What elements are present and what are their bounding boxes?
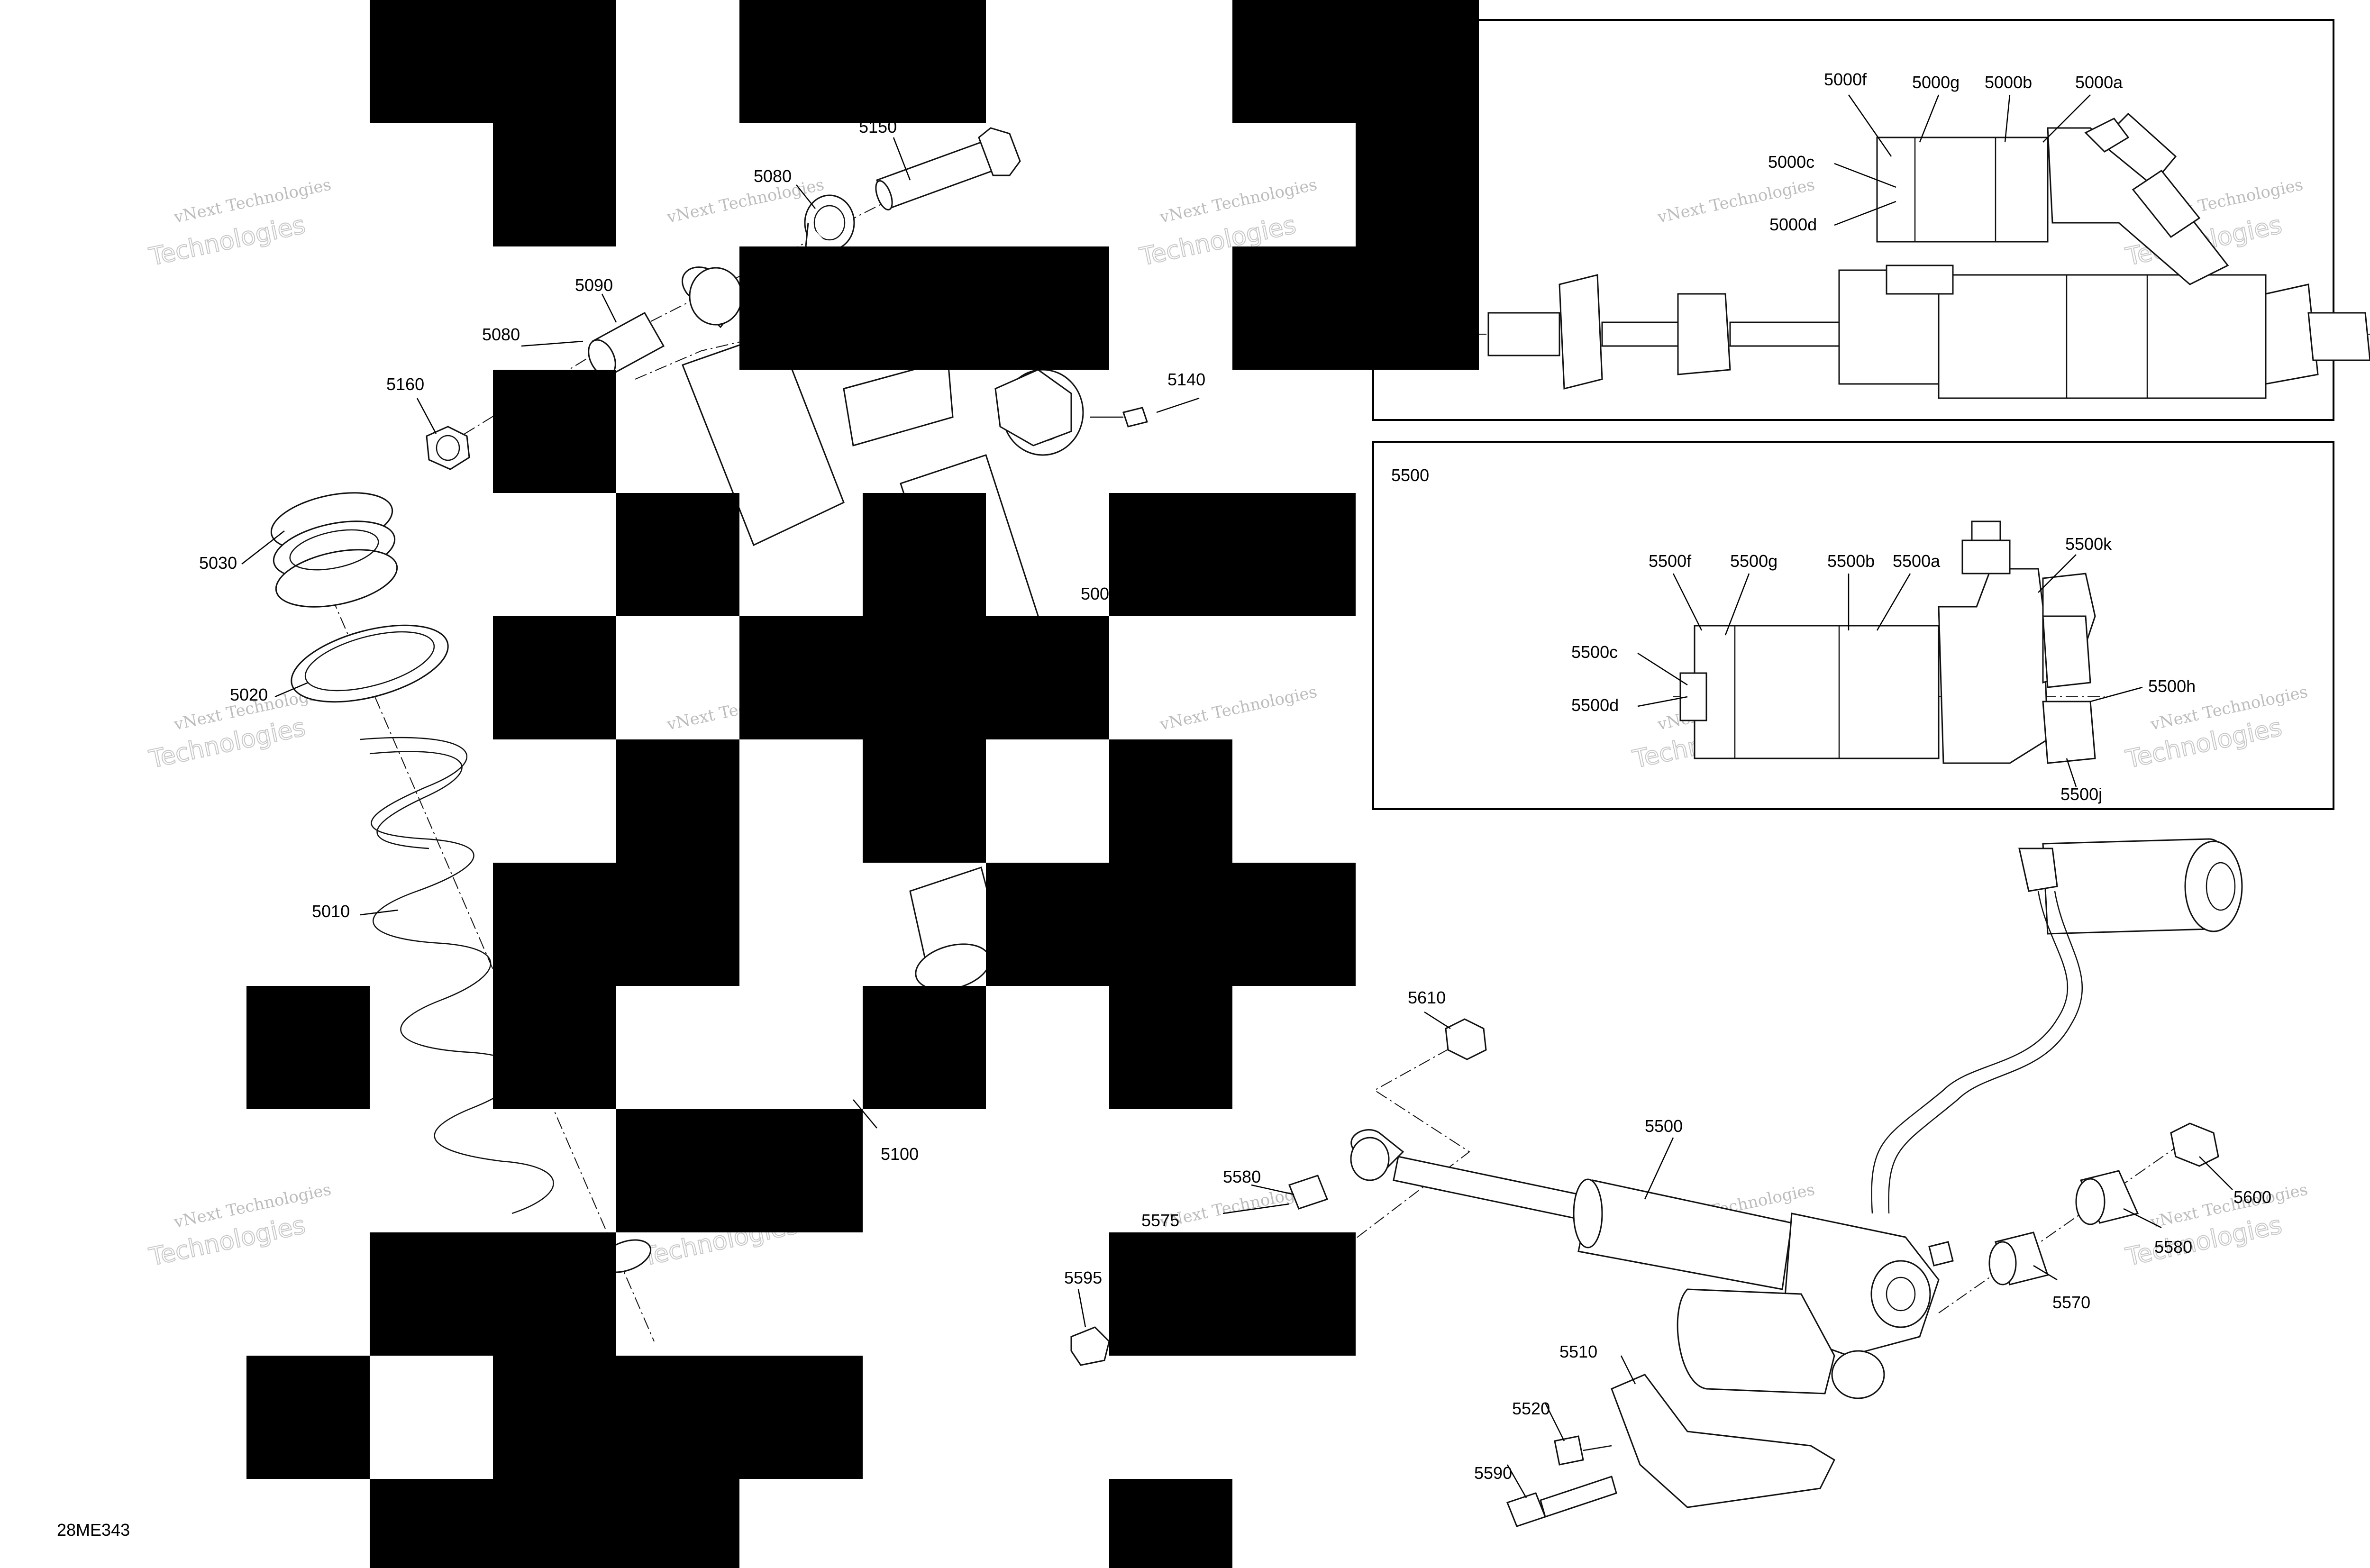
nut-5160 bbox=[426, 426, 470, 470]
callout-5500: 5500 bbox=[1645, 1116, 1683, 1136]
redaction-block bbox=[1232, 863, 1356, 986]
callout-5000: 500 bbox=[1081, 584, 1109, 603]
redaction-block bbox=[739, 246, 1109, 370]
redaction-block bbox=[986, 863, 1232, 986]
callout-5000d: 5000d bbox=[1769, 215, 1817, 234]
callout-5500j: 5500j bbox=[2060, 784, 2102, 804]
callout-5500a: 5500a bbox=[1893, 551, 1941, 571]
redaction-block bbox=[1109, 986, 1232, 1109]
inset-bottom-drawing bbox=[1673, 520, 2105, 764]
assembly-axis bbox=[1270, 1042, 1470, 1304]
inset-bottom-frame bbox=[1372, 441, 2334, 810]
callout-5020: 5020 bbox=[230, 685, 268, 704]
redaction-block bbox=[370, 1479, 739, 1568]
redaction-block bbox=[493, 123, 616, 246]
assembly-axis bbox=[331, 597, 655, 1342]
redaction-block bbox=[493, 986, 616, 1109]
redaction-block bbox=[493, 1356, 863, 1479]
main-callouts: 5150 5080 5090 5080 5160 30 5140 5030 50… bbox=[199, 117, 2271, 1483]
callout-5500h: 5500h bbox=[2148, 676, 2196, 696]
watermark-text: vNext Technologies bbox=[665, 175, 826, 227]
drawing-id: 28ME343 bbox=[57, 1520, 130, 1540]
redaction-block bbox=[370, 0, 616, 123]
callout-5000b: 5000b bbox=[1985, 73, 2032, 92]
redaction-block bbox=[493, 863, 739, 986]
inset-bottom-title: 5500 bbox=[1391, 465, 1429, 485]
redaction-block bbox=[370, 1232, 616, 1356]
inset-top-labels: 5000f 5000g 5000b 5000a 5000c 5000d bbox=[1768, 70, 2123, 234]
callout-5595: 5595 bbox=[1064, 1268, 1102, 1287]
redaction-block bbox=[1109, 739, 1232, 863]
redaction-block bbox=[863, 986, 986, 1109]
callout-5000a: 5000a bbox=[2075, 73, 2123, 92]
bolt-5150 bbox=[875, 127, 1021, 210]
redaction-block bbox=[863, 739, 986, 863]
callout-5080-top: 5080 bbox=[754, 166, 792, 186]
callout-5140: 5140 bbox=[1167, 370, 1205, 389]
callout-5500k: 5500k bbox=[2065, 534, 2112, 554]
callout-5500c: 5500c bbox=[1571, 642, 1618, 662]
redaction-block bbox=[739, 0, 986, 123]
redaction-block bbox=[863, 493, 986, 616]
redaction-block bbox=[1109, 1232, 1356, 1356]
callout-5580: 5580 bbox=[1223, 1167, 1261, 1186]
rear-shock-assembly bbox=[1070, 838, 2243, 1527]
callout-5500b: 5500b bbox=[1827, 551, 1875, 571]
redaction-block bbox=[1109, 1479, 1232, 1568]
retainer-5030 bbox=[270, 492, 398, 608]
watermark-big: Technologies bbox=[146, 211, 308, 272]
spring-5010 bbox=[360, 737, 554, 1214]
redaction-block bbox=[1232, 246, 1479, 370]
redaction-block bbox=[616, 493, 739, 616]
callout-5500g: 5500g bbox=[1730, 551, 1778, 571]
redaction-block bbox=[246, 986, 370, 1109]
inset-top-drawing bbox=[1474, 112, 2370, 399]
spacer-5090 bbox=[588, 311, 665, 377]
redaction-block bbox=[1109, 493, 1356, 616]
callout-5000c: 5000c bbox=[1768, 152, 1814, 172]
redaction-block bbox=[246, 1356, 370, 1479]
screw-5140 bbox=[1090, 407, 1148, 428]
inset-bottom-labels: 5500f 5500g 5500b 5500a 5500k 5500c 5500… bbox=[1571, 534, 2196, 804]
redaction-block bbox=[616, 1109, 863, 1232]
callout-5580-right: 5580 bbox=[2154, 1237, 2192, 1257]
callout-5575: 5575 bbox=[1141, 1211, 1179, 1230]
redaction-block bbox=[493, 370, 616, 493]
callout-5570: 5570 bbox=[2052, 1293, 2090, 1312]
callout-5500d: 5500d bbox=[1571, 695, 1619, 715]
callout-5000g: 5000g bbox=[1912, 73, 1960, 92]
callout-5510: 5510 bbox=[1559, 1342, 1597, 1361]
callout-5090: 5090 bbox=[575, 275, 613, 295]
redaction-block bbox=[1356, 123, 1479, 246]
ring-5020 bbox=[291, 624, 449, 703]
callout-5590: 5590 bbox=[1474, 1463, 1512, 1483]
callout-5600: 5600 bbox=[2233, 1187, 2271, 1207]
callout-5610: 5610 bbox=[1408, 988, 1446, 1007]
redaction-blocks bbox=[246, 0, 1479, 1568]
assembly-axis bbox=[1938, 1137, 2190, 1313]
callout-5500f: 5500f bbox=[1649, 551, 1692, 571]
main-leaders bbox=[241, 137, 2233, 1498]
redaction-block bbox=[493, 616, 616, 739]
redaction-block bbox=[1232, 0, 1479, 123]
callout-5010: 5010 bbox=[312, 902, 350, 921]
watermark-text: vNext Technologies bbox=[1158, 175, 1319, 227]
redaction-block bbox=[739, 616, 1109, 739]
callout-5160: 5160 bbox=[386, 374, 424, 394]
watermark-text: vNext Technologies bbox=[1158, 682, 1319, 734]
callout-5080: 5080 bbox=[482, 325, 520, 344]
callout-5030: 5030 bbox=[199, 553, 237, 573]
callout-5100: 5100 bbox=[881, 1144, 919, 1164]
callout-5000f: 5000f bbox=[1824, 70, 1867, 89]
watermark-text: vNext Technologies bbox=[172, 175, 333, 227]
redaction-block bbox=[616, 739, 739, 863]
callout-5520: 5520 bbox=[1512, 1399, 1550, 1418]
